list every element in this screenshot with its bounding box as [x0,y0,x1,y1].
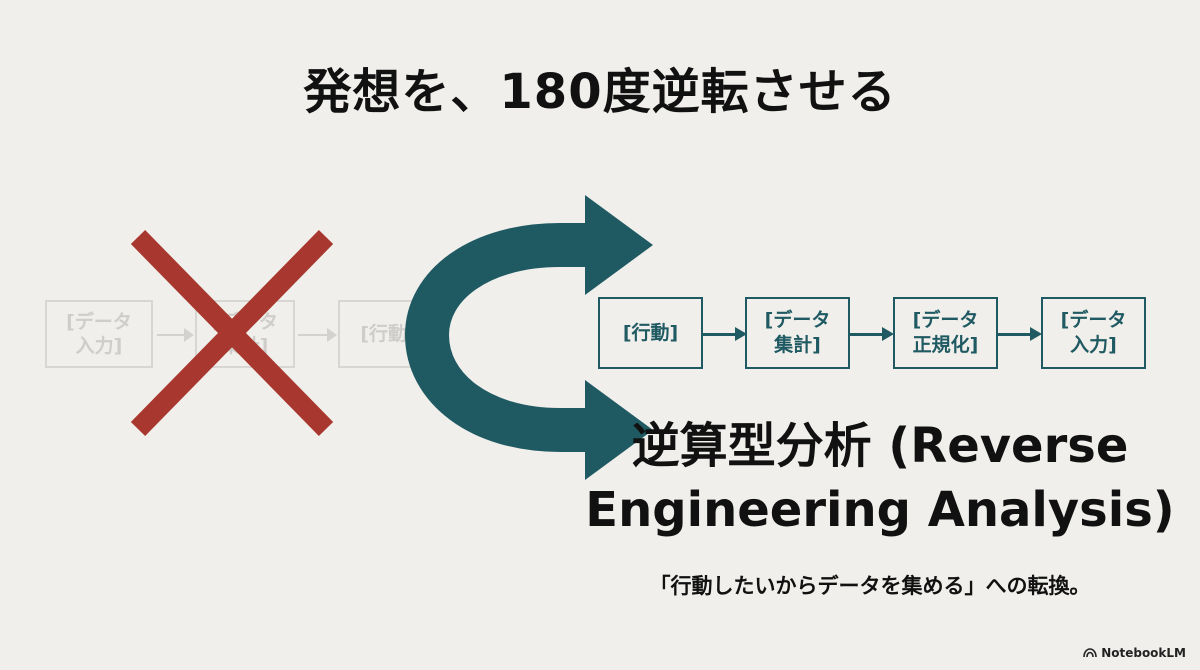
notebooklm-logo-icon [1083,648,1097,658]
method-subtitle: 「行動したいからデータを集める」への転換。 [649,574,1091,598]
old-flow-arrow [298,328,337,342]
brand-label: NotebookLM [1101,646,1186,660]
new-flow-box-data-normalize: [データ 正規化] [893,297,998,369]
new-flow-box-data-input: [データ 入力] [1041,297,1146,369]
brand-watermark: NotebookLM [1083,646,1186,660]
old-flow-box-data-input: [データ 入力] [45,300,153,368]
old-flow-arrow [157,328,194,342]
cross-mark-icon [130,230,334,436]
new-flow-box-data-aggregate: [データ 集計] [745,297,850,369]
slide-title: 発想を、180度逆転させる [303,64,897,120]
new-flow-box-action: [行動] [598,297,703,369]
method-heading: 逆算型分析 (Reverse Engineering Analysis) [585,418,1175,538]
u-turn-arrow-icon [405,195,653,480]
new-flow-arrow [998,328,1042,340]
new-flow-arrow [850,328,894,340]
new-flow-arrow [703,328,747,340]
